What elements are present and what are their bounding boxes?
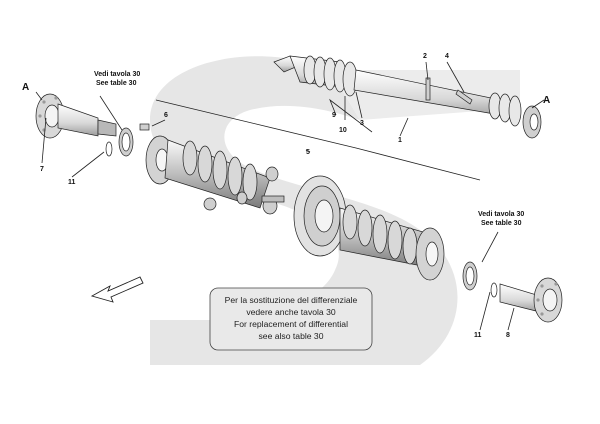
callout-5: 5	[306, 149, 310, 156]
bolt-2	[425, 77, 431, 101]
note-line-4: see also table 30	[259, 331, 324, 341]
callout-11-left: 11	[68, 179, 76, 186]
leader-lines	[35, 61, 545, 331]
table-ref-top-line2: See table 30	[96, 80, 137, 87]
callout-1: 1	[398, 137, 402, 144]
note-line-3: For replacement of differential	[234, 319, 348, 329]
note-line-1: Per la sostituzione del differenziale	[225, 295, 358, 305]
direction-arrow	[90, 276, 144, 303]
callout-8: 8	[506, 332, 510, 339]
callout-4: 4	[445, 53, 449, 60]
callout-10: 10	[339, 127, 347, 134]
note-box	[209, 287, 373, 351]
callout-9: 9	[332, 112, 336, 119]
output-flange-right	[462, 261, 563, 323]
callout-2: 2	[423, 53, 427, 60]
callout-a-right: A	[543, 95, 550, 106]
callout-11-right: 11	[474, 332, 482, 339]
clamp-4	[455, 89, 473, 105]
bolt-6	[139, 123, 150, 131]
callout-7: 7	[40, 166, 44, 173]
table-ref-right-line1: Vedi tavola 30	[478, 211, 524, 218]
callout-6: 6	[164, 112, 168, 119]
note-line-2: vedere anche tavola 30	[246, 307, 336, 317]
callout-a-left: A	[22, 82, 29, 93]
table-ref-top-line1: Vedi tavola 30	[94, 71, 140, 78]
axle-shaft-upper	[273, 55, 542, 139]
differential-assembly	[145, 135, 445, 281]
table-ref-right-line2: See table 30	[481, 220, 522, 227]
output-flange-left	[35, 93, 150, 157]
callout-3: 3	[360, 120, 364, 127]
